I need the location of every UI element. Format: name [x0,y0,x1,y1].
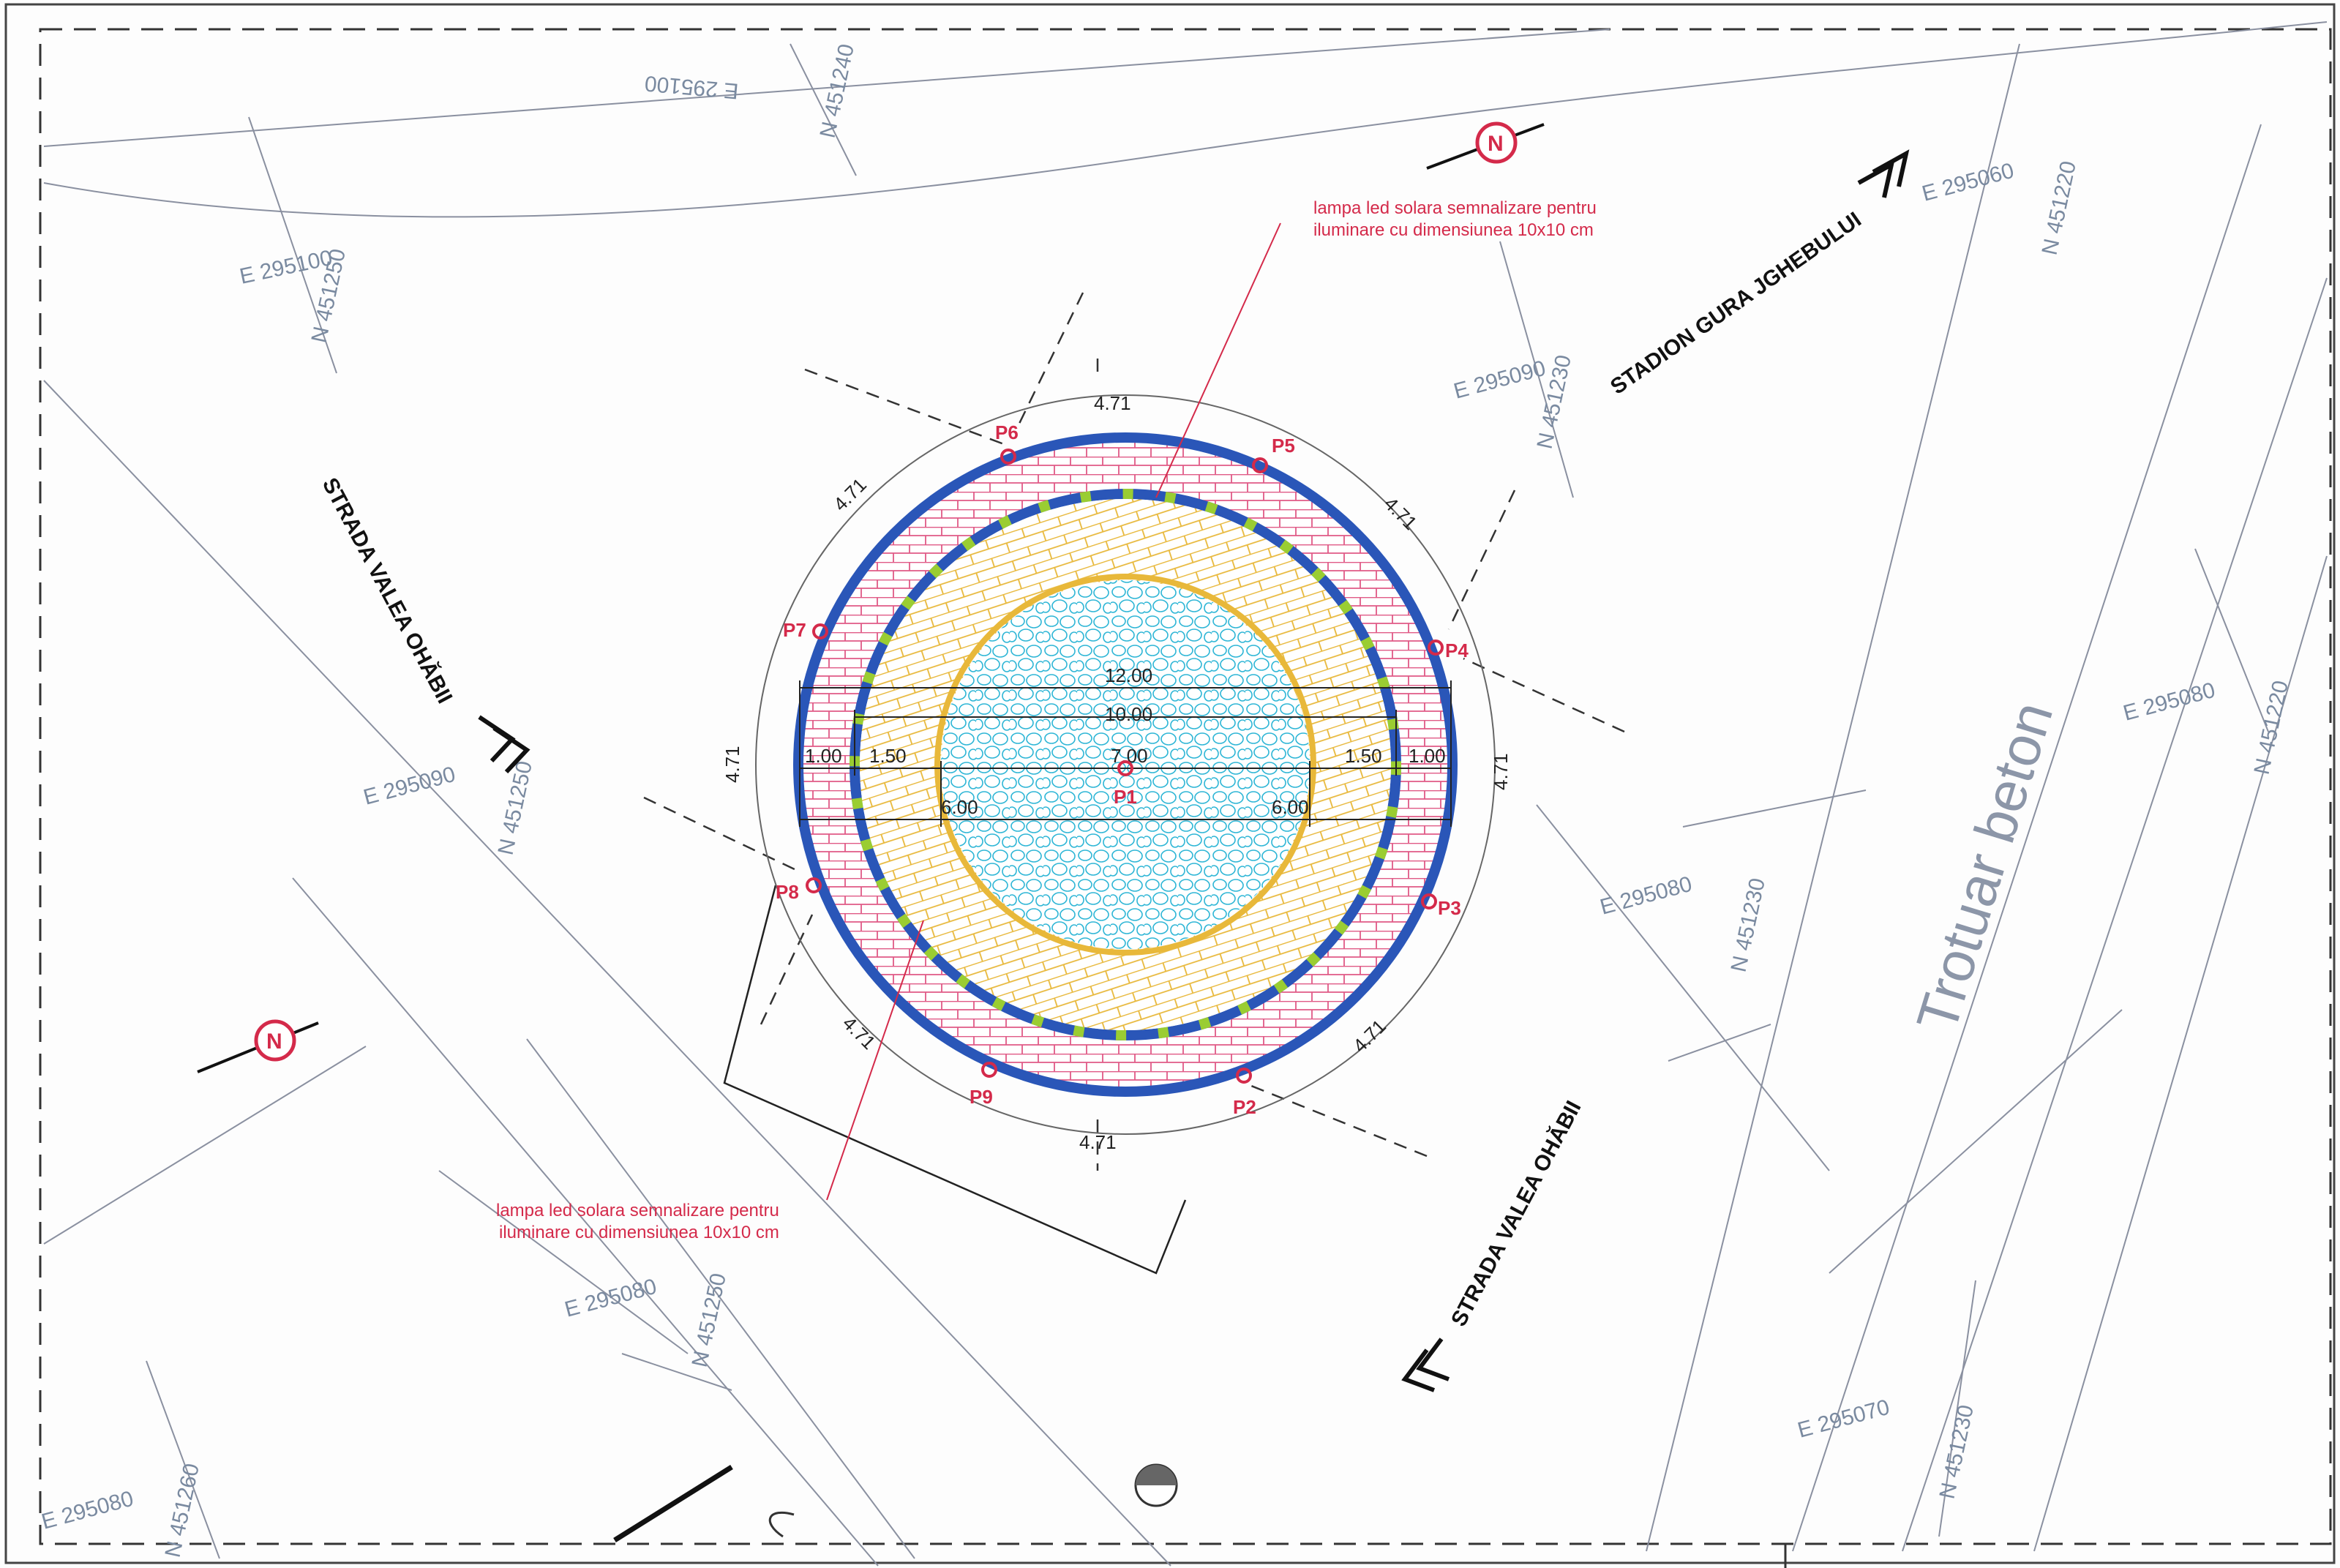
coord-n451230b: N 451230 [1935,1403,1979,1501]
survey-lines [43,21,2328,1567]
coord-e295060: E 295060 [1919,159,2017,206]
coord-e295100: E 295100 [644,71,740,103]
dim-right-1: 1.00 [1409,745,1446,767]
diameter-dimensions [799,680,1452,827]
roundabout [793,432,1458,1097]
dimension-circle [755,394,1496,1135]
svg-text:P6: P6 [995,421,1019,443]
coord-e295080bl: E 295080 [562,1275,659,1322]
svg-text:P5: P5 [1272,435,1295,457]
coord-e295080r: E 295080 [2120,678,2218,726]
pebble-center [941,580,1310,949]
point-p7: P7 [783,619,828,641]
note-top-line1: lampa led solara semnalizare pentru [1313,198,1597,218]
svg-text:P8: P8 [776,881,799,903]
dim-radius-left: 6.00 [941,796,978,818]
sheet-border [4,3,2336,1564]
coord-n451240: N 451240 [816,42,859,140]
dim-10: 10.00 [1105,703,1152,725]
point-p8: P8 [776,877,822,903]
arc-dim-bottom-left: 4.71 [839,1012,880,1054]
coord-e295080m: E 295080 [1597,872,1695,920]
point-p6: P6 [995,421,1019,465]
coord-n451220: N 451220 [2250,678,2293,776]
svg-text:P2: P2 [1233,1096,1256,1118]
coord-n451250l: N 451250 [494,759,537,857]
coord-e295090l: E 295090 [361,762,458,810]
coord-n451230m: N 451230 [1727,876,1770,974]
svg-text:P3: P3 [1438,897,1461,919]
svg-text:P7: P7 [783,619,806,641]
point-p3: P3 [1421,893,1461,919]
dimension-texts: 12.00 10.00 7.00 1.00 1.50 1.50 1.00 6.0… [805,664,1446,818]
yellow-ring [934,574,1316,956]
sidewalk-label: Trotuar beton [1904,694,2065,1039]
dim-right-1-5: 1.50 [1345,745,1382,767]
bottom-curve [768,1511,795,1538]
street-label-left: STRADA VALEA OHĂBII [318,473,457,708]
svg-text:P1: P1 [1114,786,1137,808]
note-bottom-line1: lampa led solara semnalizare pentru [496,1201,779,1220]
point-p1: P1 [1114,760,1137,808]
survey-points: P1 P2 P3 P4 P5 P6 P7 P8 [776,421,1469,1118]
arc-dim-top-left: 4.71 [829,473,871,515]
bottom-pole-symbol [1134,1463,1178,1507]
note-leaders [826,222,1281,1201]
bottom-thick-line [613,1465,733,1542]
north-icon-top: N [1488,132,1504,156]
point-p2: P2 [1233,1068,1256,1118]
dim-radius-right: 6.00 [1272,796,1309,818]
coord-n451220t: N 451220 [2038,159,2081,257]
arc-dim-bottom-right: 4.71 [1349,1015,1390,1057]
coord-n451250bl: N 451250 [688,1271,731,1369]
arc-dim-bottom: 4.71 [1079,1131,1117,1153]
arc-dim-right: 4.71 [1490,753,1512,790]
north-symbol-left: N [197,1019,319,1073]
svg-text:P9: P9 [970,1086,993,1108]
direction-arrow-top-right [1857,149,1910,198]
note-bottom: lampa led solara semnalizare pentru ilum… [496,1201,779,1242]
street-label-top-right: STADION GURA JGHEBULUI [1606,208,1866,399]
dim-left-1-5: 1.50 [869,745,907,767]
dashed-guides [643,292,1625,1171]
direction-arrow-left [478,715,530,774]
point-p9: P9 [970,1062,997,1108]
north-symbol-top: N [1426,121,1545,170]
north-icon-left: N [266,1029,282,1054]
note-top: lampa led solara semnalizare pentru ilum… [1313,198,1597,240]
dim-left-1: 1.00 [805,745,842,767]
yellow-brick-band [860,499,1391,1030]
svg-text:P4: P4 [1445,639,1469,661]
arc-dim-top-right: 4.71 [1380,492,1422,534]
dim-12: 12.00 [1105,664,1152,686]
pink-brick-band [803,443,1447,1087]
coord-e295070: E 295070 [1795,1395,1892,1443]
note-bottom-line2: iluminare cu dimensiunea 10x10 cm [499,1223,779,1242]
street-label-bottom: STRADA VALEA OHĂBII [1446,1097,1586,1331]
point-p5: P5 [1252,435,1295,473]
point-p4: P4 [1428,639,1469,661]
coord-e295080ll: E 295080 [39,1487,136,1534]
coord-e295090a: E 295090 [1451,356,1548,404]
arc-dim-top: 4.71 [1094,392,1131,414]
note-top-line2: iluminare cu dimensiunea 10x10 cm [1313,220,1594,240]
arc-dim-left: 4.71 [721,746,743,783]
plaza-bracket [723,885,1187,1275]
direction-arrow-bottom [1401,1338,1450,1392]
